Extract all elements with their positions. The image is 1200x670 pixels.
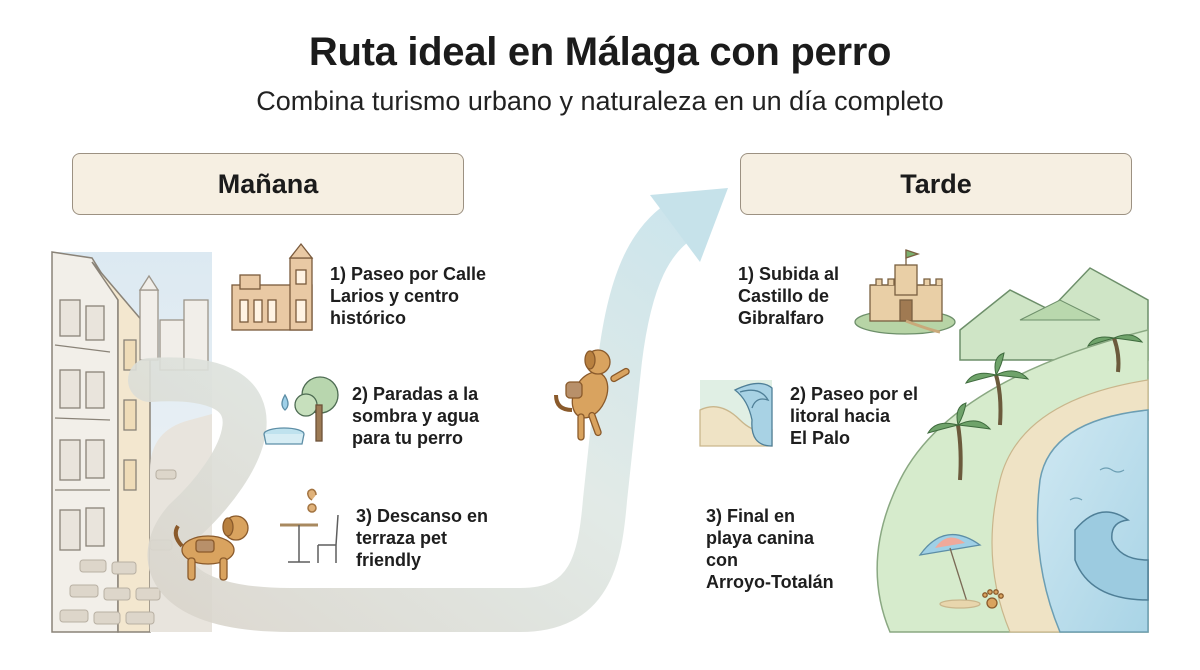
morning-section-header: Mañana xyxy=(72,153,464,215)
route-path xyxy=(128,193,712,632)
afternoon-step-3-line2: playa canina xyxy=(706,528,815,548)
morning-step-3-line3: friendly xyxy=(356,550,422,570)
afternoon-step-2: 2) Paseo por el litoral hacia El Palo xyxy=(790,383,918,449)
afternoon-step-1-line1: 1) Subida al xyxy=(738,264,840,284)
dog-jumping-illustration xyxy=(554,349,630,441)
page-title: Ruta ideal en Málaga con perro xyxy=(308,30,892,74)
afternoon-step-1-line3: Gibralfaro xyxy=(738,308,825,328)
morning-step-1-line1: 1) Paseo por Calle xyxy=(330,264,487,284)
morning-step-2-line1: 2) Paradas a la xyxy=(352,384,479,404)
morning-step-2: 2) Paradas a la sombra y agua para tu pe… xyxy=(352,383,479,449)
afternoon-step-2-line3: El Palo xyxy=(790,428,851,448)
afternoon-step-3-line1: 3) Final en xyxy=(706,506,796,526)
morning-section-label: Mañana xyxy=(217,168,319,199)
afternoon-step-1-line2: Castillo de xyxy=(738,286,830,306)
afternoon-step-3-line3: con xyxy=(706,550,739,570)
afternoon-step-1: 1) Subida al Castillo de Gibralfaro xyxy=(738,263,839,329)
morning-step-1: 1) Paseo por Calle Larios y centro histó… xyxy=(330,263,486,329)
coastal-landscape-illustration xyxy=(876,267,1149,633)
morning-step-1-line2: Larios y centro xyxy=(330,286,460,306)
morning-step-2-line2: sombra y agua xyxy=(352,406,480,426)
afternoon-step-2-line1: 2) Paseo por el xyxy=(790,384,919,404)
castle-icon xyxy=(854,249,956,335)
route-arrowhead xyxy=(650,188,728,262)
afternoon-step-2-line2: litoral hacia xyxy=(790,406,891,426)
morning-step-3-line1: 3) Descanso en xyxy=(356,506,489,526)
tree-water-bowl-icon xyxy=(263,376,339,445)
morning-step-2-line3: para tu perro xyxy=(352,428,464,448)
afternoon-section-header: Tarde xyxy=(740,153,1132,215)
afternoon-section-label: Tarde xyxy=(900,168,972,199)
terrace-table-icon xyxy=(280,488,339,563)
afternoon-step-3-line4: Arroyo-Totalán xyxy=(706,572,834,592)
dog-walking-illustration xyxy=(173,515,249,581)
coast-wave-icon xyxy=(699,380,773,447)
morning-step-1-line3: histórico xyxy=(330,308,407,328)
page-subtitle: Combina turismo urbano y naturaleza en u… xyxy=(256,86,944,116)
morning-step-3-line2: terraza pet xyxy=(356,528,448,548)
beach-umbrella-icon xyxy=(918,533,1004,609)
morning-step-3: 3) Descanso en terraza pet friendly xyxy=(356,505,488,571)
cathedral-icon xyxy=(231,242,314,331)
afternoon-step-3: 3) Final en playa canina con Arroyo-Tota… xyxy=(706,505,834,593)
